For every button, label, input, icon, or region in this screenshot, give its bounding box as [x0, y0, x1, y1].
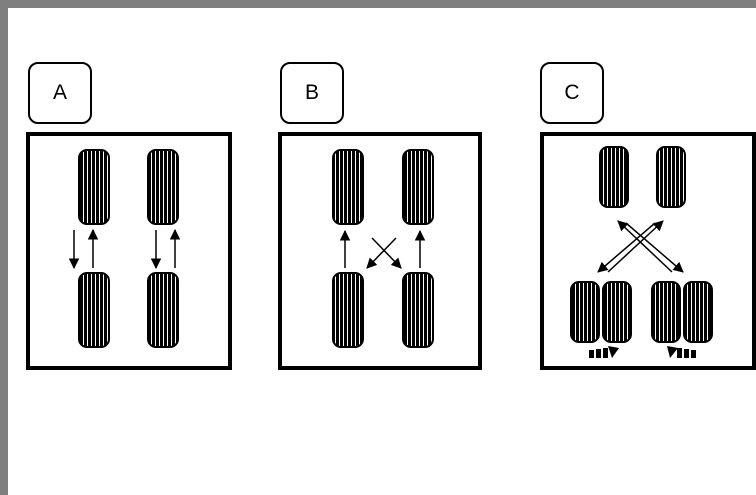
panel-c-arrows — [597, 220, 684, 273]
label-b-text: B — [304, 81, 319, 104]
tire-c-front-left — [599, 146, 629, 208]
arrow-b-cross-to-left — [366, 237, 397, 269]
tire-a-front-left — [78, 149, 110, 225]
tire-b-rear-right — [402, 272, 434, 348]
swap-icon-right — [667, 346, 696, 358]
label-a-text: A — [52, 81, 67, 104]
label-b: B — [280, 62, 344, 124]
label-c-text: C — [564, 81, 580, 104]
tire-c-front-right — [656, 146, 686, 208]
tire-b-rear-left — [332, 272, 364, 348]
tire-b-front-right — [402, 149, 434, 225]
label-c: C — [540, 62, 604, 124]
panel-a-tires — [78, 149, 179, 348]
tire-c-rear-left-inner — [602, 281, 632, 343]
panel-b — [278, 132, 482, 370]
arrow-c-to-rear-right — [625, 222, 684, 273]
panel-c-swap-icons — [589, 346, 696, 358]
arrow-b-cross-to-right — [371, 237, 402, 269]
tire-c-rear-right-outer — [683, 281, 713, 343]
arrow-c-to-rear-left — [597, 222, 656, 273]
tire-a-front-right — [147, 149, 179, 225]
arrow-c-to-front-left — [617, 220, 673, 273]
arrow-c-to-front-right — [607, 220, 664, 273]
label-a: A — [28, 62, 92, 124]
tire-c-rear-left-outer — [570, 281, 600, 343]
panel-a — [26, 132, 232, 370]
panel-c-tires — [570, 146, 713, 343]
tire-a-rear-right — [147, 272, 179, 348]
tire-b-front-left — [332, 149, 364, 225]
panel-b-arrows — [339, 229, 426, 269]
swap-icon-left — [589, 346, 619, 358]
panel-b-tires — [332, 149, 434, 348]
tire-a-rear-left — [78, 272, 110, 348]
panel-a-arrows — [68, 228, 181, 270]
tire-c-rear-right-inner — [651, 281, 681, 343]
